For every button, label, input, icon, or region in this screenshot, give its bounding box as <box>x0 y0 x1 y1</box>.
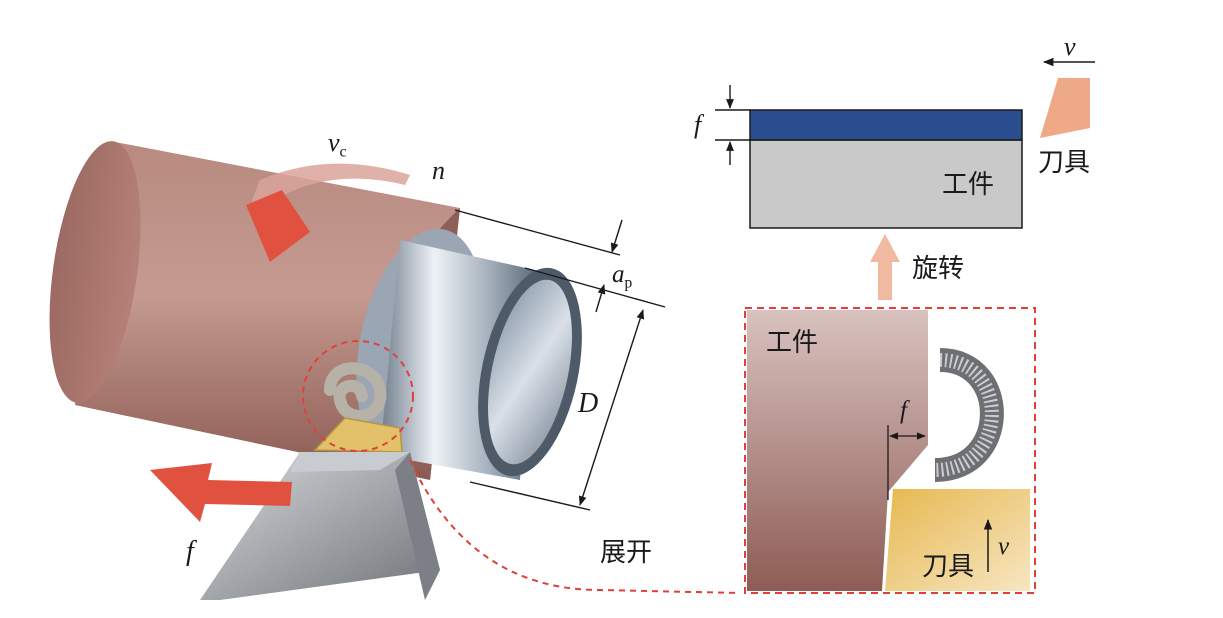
detail-workpiece <box>747 310 928 591</box>
rotate-arrow <box>870 234 900 300</box>
dimension-lines <box>454 209 666 511</box>
cutting-insert <box>313 417 403 453</box>
tool-detail-label: 刀具 <box>922 552 975 582</box>
vc-label: vc <box>328 128 347 161</box>
f-top-label: f <box>694 110 702 139</box>
feed-thickness-marks <box>715 85 750 165</box>
ap-label: ap <box>612 261 633 292</box>
unfold-curve <box>409 459 741 594</box>
rotate-label: 旋转 <box>912 254 965 284</box>
workpiece-block <box>749 139 1023 229</box>
chip-curl <box>324 362 387 422</box>
D-label: D <box>578 388 599 419</box>
feed-arrow <box>150 463 292 522</box>
detail-chip <box>934 348 1004 482</box>
work-top-label: 工件 <box>942 170 995 200</box>
detail-feed-dimension <box>887 425 926 500</box>
chip-layer-band <box>749 109 1023 141</box>
cut-zone-circle <box>302 340 414 452</box>
unfold-label: 展开 <box>600 538 653 568</box>
detail-tool <box>885 489 1030 591</box>
v-detail-label: v <box>998 533 1010 560</box>
n-label: n <box>432 156 445 185</box>
cutting-speed-arrow <box>246 163 410 262</box>
tool-top-label: 刀具 <box>1038 148 1091 178</box>
top-tool-shape <box>1040 78 1090 138</box>
work-detail-label: 工件 <box>766 328 819 358</box>
f-detail-label: f <box>900 397 907 424</box>
f-left-label: f <box>186 536 194 567</box>
machined-bore-section <box>356 228 582 480</box>
v-top-label: v <box>1064 32 1076 61</box>
tool-holder <box>200 452 440 600</box>
